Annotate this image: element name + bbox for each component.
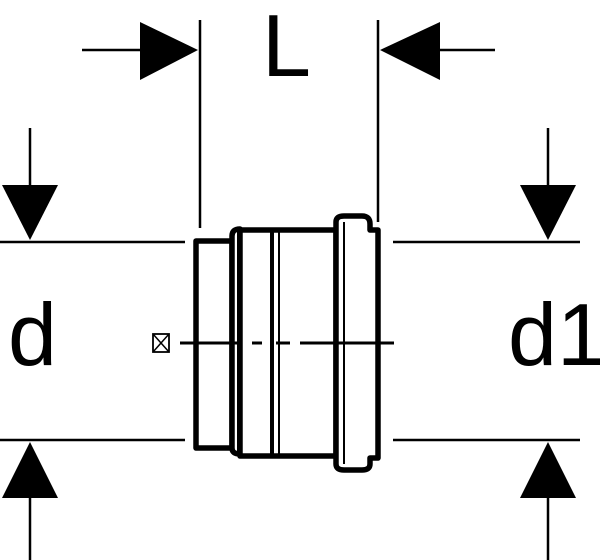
arrowhead-d1-top-icon [520,185,576,240]
arrowhead-d-top-icon [2,185,58,240]
arrowhead-right-icon [380,22,440,80]
label-diameter-outlet: d1 [508,285,600,384]
crossed-box-icon [152,333,170,353]
arrowhead-d-bottom-icon [2,442,58,498]
arrowhead-left-icon [140,22,198,80]
label-diameter: d [8,285,57,384]
label-length: L [262,0,311,95]
arrowhead-d1-bottom-icon [520,442,576,498]
